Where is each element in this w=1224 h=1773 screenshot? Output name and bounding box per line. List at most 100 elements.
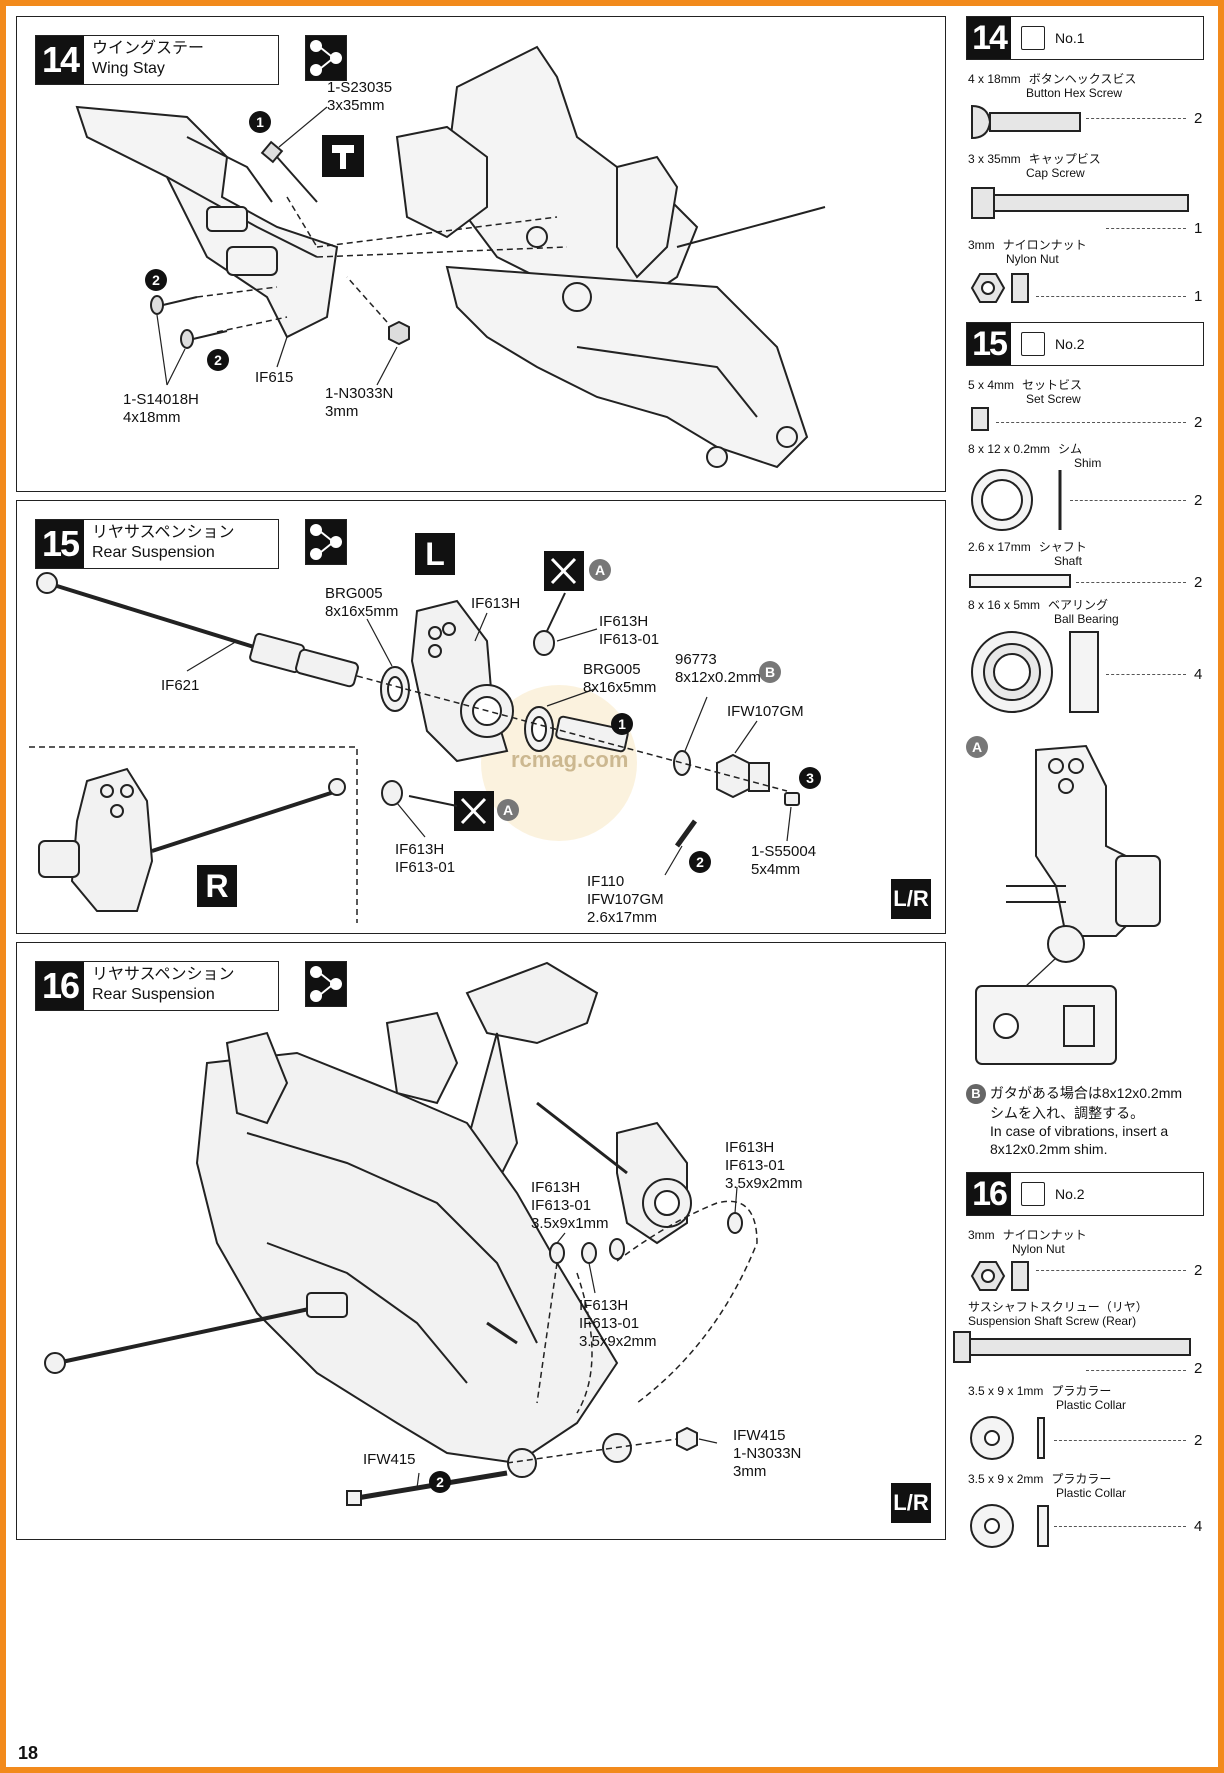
label-hex-hub: IFW107GM xyxy=(727,703,804,720)
plastic-collar-icon xyxy=(970,1416,1045,1460)
nylon-nut-icon xyxy=(970,273,1029,303)
part-name-en: Suspension Shaft Screw (Rear) xyxy=(968,1314,1137,1328)
marker-a-bottom: A xyxy=(497,799,519,821)
label-pin-1: IF110 xyxy=(587,873,625,890)
label-pin-size: 2.6x17mm xyxy=(587,909,658,926)
note-vibration: B ガタがある場合は8x12x0.2mm シムを入れ、調整する。 In case… xyxy=(966,1084,1216,1158)
sequence-icon xyxy=(305,961,347,1007)
parts-bag-icon xyxy=(1021,332,1045,356)
shaft-icon xyxy=(969,574,1071,588)
step15-header: 15 リヤサスペンション Rear Suspension xyxy=(35,519,279,569)
part-name-en: Button Hex Screw xyxy=(1026,86,1123,100)
qty: 1 xyxy=(1194,288,1203,305)
qty: 2 xyxy=(1194,1360,1203,1377)
qty: 4 xyxy=(1194,1518,1203,1535)
label-collar-top-1: IF613H xyxy=(599,613,649,630)
step14-number: 14 xyxy=(36,36,84,84)
step16-title-jp: リヤサスペンション xyxy=(92,966,235,983)
part-size: 5 x 4mm xyxy=(968,378,1015,392)
step14-bullet-2a: 2 xyxy=(145,269,167,291)
step16-title: リヤサスペンション Rear Suspension xyxy=(84,962,243,1010)
step16-bullet-2: 2 xyxy=(429,1471,451,1493)
part-size: 3.5 x 9 x 2mm xyxy=(968,1472,1044,1486)
part-name-jp: シャフト xyxy=(1038,540,1087,554)
sidebar-step14-header: 14 No.1 xyxy=(966,16,1204,60)
part-name-en: Cap Screw xyxy=(1026,166,1085,180)
label-bearing-outer-size: 8x16x5mm xyxy=(325,603,399,620)
step16-title-en: Rear Suspension xyxy=(92,986,215,1003)
step15-number: 15 xyxy=(36,520,84,568)
label-nut-2: 1-N3033N xyxy=(733,1445,802,1462)
part-size: 4 x 18mm xyxy=(968,72,1021,86)
side-right-badge: R xyxy=(197,865,237,907)
set-screw-icon xyxy=(971,407,989,431)
suspension-shaft-screw-icon xyxy=(953,1331,1191,1363)
part-name-en: Nylon Nut xyxy=(1012,1242,1065,1256)
part-name-jp: ベアリング xyxy=(1048,598,1109,612)
step15-bullet-2: 2 xyxy=(689,851,711,873)
step16-header: 16 リヤサスペンション Rear Suspension xyxy=(35,961,279,1011)
part-name-jp: ナイロンナット xyxy=(1002,238,1087,252)
label-shim-size: 8x12x0.2mm xyxy=(675,669,761,686)
parts-bag-icon xyxy=(1021,26,1045,50)
part-name-en: Set Screw xyxy=(1026,392,1081,406)
lr-badge: L/R xyxy=(891,1483,931,1523)
nylon-nut-icon xyxy=(970,1261,1029,1291)
sidebar-step15-bag: No.2 xyxy=(1055,336,1085,352)
label-collar-bottom-1: IF613H xyxy=(395,841,445,858)
step14-title-en: Wing Stay xyxy=(92,60,165,77)
qty: 2 xyxy=(1194,1262,1203,1279)
part-suspension-shaft-screw: サスシャフトスクリュー（リヤ） Suspension Shaft Screw (… xyxy=(968,1300,1208,1328)
step14-bullet-1: 1 xyxy=(249,111,271,133)
qty: 2 xyxy=(1194,492,1203,509)
label-bearing-inner-code: BRG005 xyxy=(583,661,641,678)
part-name-en: Plastic Collar xyxy=(1056,1398,1127,1412)
ball-bearing-icon xyxy=(971,631,1099,713)
sequence-icon xyxy=(305,35,347,81)
step15-title: リヤサスペンション Rear Suspension xyxy=(84,520,243,568)
note-marker-b: B xyxy=(966,1084,986,1104)
button-hex-screw-icon xyxy=(971,104,1081,140)
label-set-screw-size: 5x4mm xyxy=(751,861,801,878)
qty: 4 xyxy=(1194,666,1203,683)
detail-a-marker: A xyxy=(966,736,988,758)
part-name-jp: サスシャフトスクリュー（リヤ） xyxy=(968,1300,1148,1314)
label-collar-low-3: 3.5x9x2mm xyxy=(579,1333,657,1350)
step16-panel: 16 リヤサスペンション Rear Suspension L/R xyxy=(16,942,946,1540)
qty: 2 xyxy=(1194,1432,1203,1449)
label-hub-carrier: IF613H xyxy=(471,595,521,612)
part-name-en: Shaft xyxy=(1054,554,1083,568)
step14-title-jp: ウイングステー xyxy=(92,40,205,57)
page-number: 18 xyxy=(18,1743,39,1763)
parts-bag-icon xyxy=(1021,1182,1045,1206)
step14-title: ウイングステー Wing Stay xyxy=(84,36,212,84)
part-name-en: Nylon Nut xyxy=(1006,252,1059,266)
sidebar-step16-header: 16 No.2 xyxy=(966,1172,1204,1216)
label-collar-low-1: IF613H xyxy=(579,1297,629,1314)
shim-icon xyxy=(971,469,1062,531)
note-jp-2: シムを入れ、調整する。 xyxy=(990,1105,1145,1121)
label-pin-2: IFW107GM xyxy=(587,891,664,908)
label-set-screw-code: 1-S55004 xyxy=(751,843,817,860)
sidebar-step15-number: 15 xyxy=(967,323,1011,365)
marker-a-top: A xyxy=(589,559,611,581)
qty: 2 xyxy=(1194,574,1203,591)
part-ball-bearing: 8 x 16 x 5mm ベアリング Ball Bearing xyxy=(968,598,1208,626)
step15-bullet-3: 3 xyxy=(799,767,821,789)
part-name-en: Ball Bearing xyxy=(1054,612,1119,626)
sidebar-step14-number: 14 xyxy=(967,17,1011,59)
marker-b: B xyxy=(759,661,781,683)
sidebar-step14-bag: No.1 xyxy=(1055,30,1085,46)
label-nut-size: 3mm xyxy=(325,403,359,420)
part-size: 8 x 12 x 0.2mm xyxy=(968,442,1051,456)
part-size: 3 x 35mm xyxy=(968,152,1021,166)
sidebar-step16-number: 16 xyxy=(967,1173,1011,1215)
part-size: 8 x 16 x 5mm xyxy=(968,598,1041,612)
step15-bullet-1: 1 xyxy=(611,713,633,735)
